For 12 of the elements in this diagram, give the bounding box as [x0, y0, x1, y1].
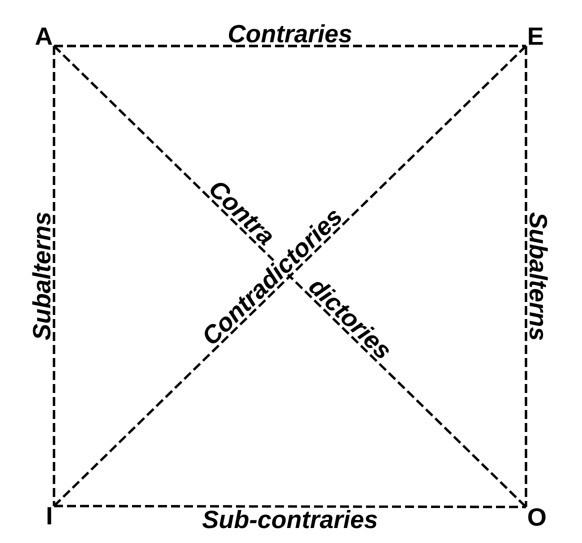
edge-label: Sub-contraries [201, 509, 379, 530]
dashed-line [54, 504, 526, 508]
dashed-line [52, 46, 56, 506]
corner-letter: A [35, 28, 52, 45]
edge-label: Contraries [226, 23, 354, 44]
corner-letter: I [48, 507, 52, 524]
dashed-line [54, 44, 526, 48]
corner-letter: O [528, 508, 546, 526]
dashed-line [524, 46, 528, 507]
edge-label: Subalterns [528, 211, 549, 342]
corner-letter: E [528, 28, 543, 45]
edge-label: Subalterns [31, 210, 52, 342]
